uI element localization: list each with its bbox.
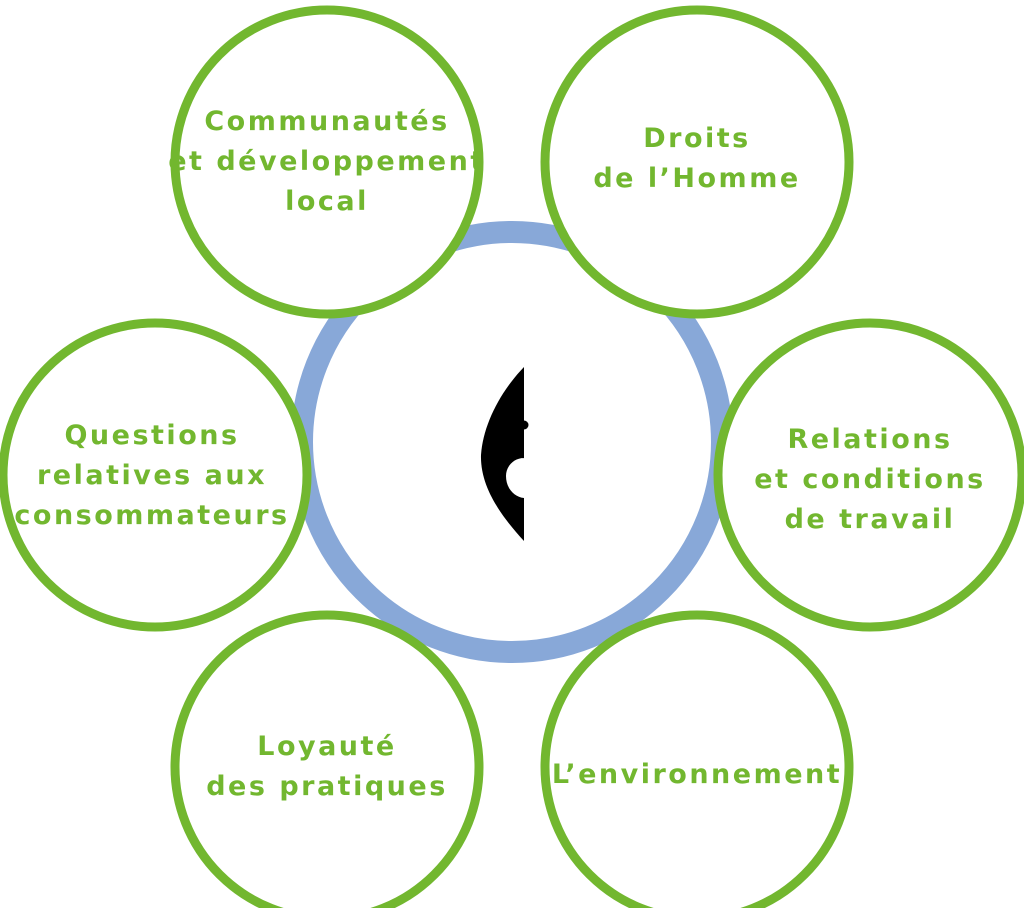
label-line: Loyauté (257, 731, 397, 762)
label-line: et développement (168, 146, 486, 177)
circle-fair-practices (170, 610, 484, 908)
circle-environment (540, 610, 854, 908)
label-line: consommateurs (14, 500, 289, 531)
label-line: des pratiques (206, 771, 448, 802)
circle-labour (713, 318, 1024, 632)
half-yin-yang-shield-icon (480, 367, 547, 541)
label-line: Questions (64, 420, 239, 451)
label-line: Communautés (204, 106, 449, 137)
label-line: de travail (785, 504, 956, 535)
circle-consumers (0, 318, 312, 632)
label-line: et conditions (754, 464, 985, 495)
label-fair-practices: Loyauté des pratiques (206, 731, 448, 802)
label-line: local (285, 186, 369, 217)
circle-communities (170, 5, 484, 319)
label-communities: Communautés et développement local (168, 106, 486, 217)
label-line: Relations (787, 424, 952, 455)
outer-circles (0, 5, 1024, 908)
label-environment: L’environnement (552, 759, 842, 790)
label-consumers: Questions relatives aux consommateurs (14, 420, 289, 531)
label-line: relatives aux (37, 460, 267, 491)
label-line: Droits (643, 123, 751, 154)
circle-human-rights (540, 5, 854, 319)
label-human-rights: Droits de l’Homme (593, 123, 800, 194)
label-line: de l’Homme (593, 163, 800, 194)
node-labels: Communautés et développement local Droits d… (14, 106, 985, 802)
label-labour: Relations et conditions de travail (754, 424, 985, 535)
label-line: L’environnement (552, 759, 842, 790)
